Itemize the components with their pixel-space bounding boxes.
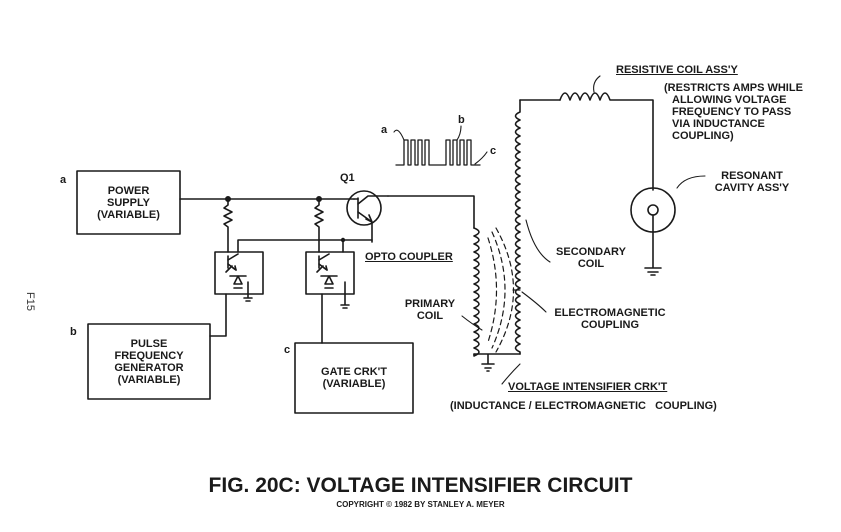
resistive-coil-note: (RESTRICTS AMPS WHILE ALLOWING VOLTAGE F…: [664, 82, 803, 142]
primary-feed: [387, 195, 475, 229]
figure-title: FIG. 20C: VOLTAGE INTENSIFIER CIRCUIT: [208, 474, 633, 497]
gate-circuit-label: GATE CRK'T (VARIABLE): [321, 366, 387, 390]
power-supply-marker: a: [60, 174, 67, 186]
opto-coupler-1: [214, 251, 264, 302]
resistor-1: [223, 196, 233, 253]
coil-return: [473, 353, 521, 372]
resistor-2: [314, 196, 324, 253]
primary-coil: [473, 227, 480, 357]
power-supply-label: POWER SUPPLY (VARIABLE): [97, 184, 160, 221]
em-coupling-label: ELECTROMAGNETIC COUPLING: [554, 307, 666, 331]
gate-circuit-marker: c: [284, 344, 291, 356]
intensifier-subtitle: (INDUCTANCE / ELECTROMAGNETIC COUPLING): [450, 400, 717, 412]
opto-coupler-label: OPTO COUPLER: [365, 251, 453, 263]
em-coupling-field: [487, 227, 515, 353]
generator-feed: [209, 293, 227, 337]
pulse-generator-marker: b: [70, 326, 77, 338]
opto-coupler-2: [305, 251, 355, 309]
waveform-marker-a: a: [381, 124, 388, 136]
waveform-marker-c: c: [490, 145, 497, 157]
resonant-cavity-label: RESONANT CAVITY ASS'Y: [714, 170, 790, 194]
base-wire: [237, 239, 373, 253]
page-marker: F15: [24, 292, 36, 311]
transistor-label: Q1: [340, 172, 355, 184]
transistor-q1: [346, 190, 389, 243]
intensifier-title: VOLTAGE INTENSIFIER CRK'T: [508, 381, 668, 393]
secondary-coil-label: SECONDARY COIL: [556, 246, 626, 270]
resistive-coil-title: RESISTIVE COIL ASS'Y: [616, 64, 738, 76]
waveform-marker-b: b: [458, 114, 465, 126]
gate-circuit-box: [294, 342, 414, 414]
resistive-coil: [559, 92, 654, 191]
pulse-generator-label: PULSE FREQUENCY GENERATOR (VARIABLE): [114, 337, 184, 386]
secondary-coil: [514, 99, 521, 355]
pulse-generator-box: [87, 323, 211, 400]
primary-coil-label: PRIMARY COIL: [404, 298, 456, 322]
copyright-line: COPYRIGHT © 1982 BY STANLEY A. MEYER: [336, 500, 505, 509]
leader-lines: [393, 75, 706, 385]
power-supply-box: [76, 170, 181, 235]
pulse-waveform: [395, 139, 481, 166]
resonant-cavity: [630, 187, 676, 276]
